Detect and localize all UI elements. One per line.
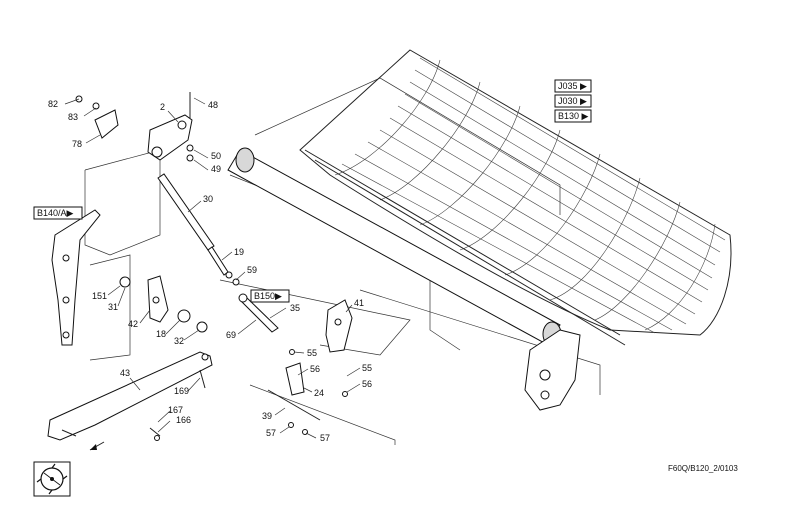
callout-57: 57 <box>266 428 276 438</box>
ref-b140a[interactable]: B140/A▶ <box>33 206 83 220</box>
callout-labels: 2 48 82 83 78 50 49 30 19 59 151 31 42 1… <box>48 99 372 443</box>
callout-151: 151 <box>92 291 107 301</box>
left-side-plate <box>51 209 101 346</box>
callout-83: 83 <box>68 112 78 122</box>
callout-32: 32 <box>174 336 184 346</box>
leader-lines <box>64 97 361 439</box>
callout-18: 18 <box>156 329 166 339</box>
callout-78: 78 <box>72 139 82 149</box>
cross-shaft <box>227 147 562 347</box>
callout-49: 49 <box>211 164 221 174</box>
figure-code: F60Q/B120_2/0103 <box>668 464 738 473</box>
ref-b130[interactable]: B130 ▶ <box>554 109 592 123</box>
svg-text:J035 ▶: J035 ▶ <box>558 81 587 91</box>
callout-24: 24 <box>314 388 324 398</box>
callout-31: 31 <box>108 302 118 312</box>
callout-35: 35 <box>290 303 300 313</box>
callout-55: 55 <box>307 348 317 358</box>
svg-text:B130 ▶: B130 ▶ <box>558 111 589 121</box>
callout-57b: 57 <box>320 433 330 443</box>
callout-43: 43 <box>120 368 130 378</box>
svg-text:B140/A▶: B140/A▶ <box>37 208 74 218</box>
callout-166: 166 <box>176 415 191 425</box>
svg-text:J030 ▶: J030 ▶ <box>558 96 587 106</box>
callout-48: 48 <box>208 100 218 110</box>
callout-50: 50 <box>211 151 221 161</box>
callout-69: 69 <box>226 330 236 340</box>
right-bracket <box>524 329 581 411</box>
callout-56: 56 <box>310 364 320 374</box>
concave-grate <box>299 49 732 346</box>
ref-j030[interactable]: J030 ▶ <box>554 94 592 108</box>
gas-strut <box>157 173 240 286</box>
callout-59: 59 <box>247 265 257 275</box>
rotation-symbol-icon <box>33 461 71 497</box>
callout-55b: 55 <box>362 363 372 373</box>
ref-b150[interactable]: B150▶ <box>250 289 290 303</box>
callout-167: 167 <box>168 405 183 415</box>
callout-169: 169 <box>174 386 189 396</box>
callout-56b: 56 <box>362 379 372 389</box>
ref-j035[interactable]: J035 ▶ <box>554 79 592 93</box>
callout-42: 42 <box>128 319 138 329</box>
upper-brackets <box>75 92 194 162</box>
svg-text:B150▶: B150▶ <box>254 291 282 301</box>
center-hardware <box>119 275 353 435</box>
callout-41: 41 <box>354 298 364 308</box>
callout-82: 82 <box>48 99 58 109</box>
callout-39: 39 <box>262 411 272 421</box>
callout-19: 19 <box>234 247 244 257</box>
release-lever <box>47 351 213 451</box>
callout-30: 30 <box>203 194 213 204</box>
callout-2: 2 <box>160 102 165 112</box>
